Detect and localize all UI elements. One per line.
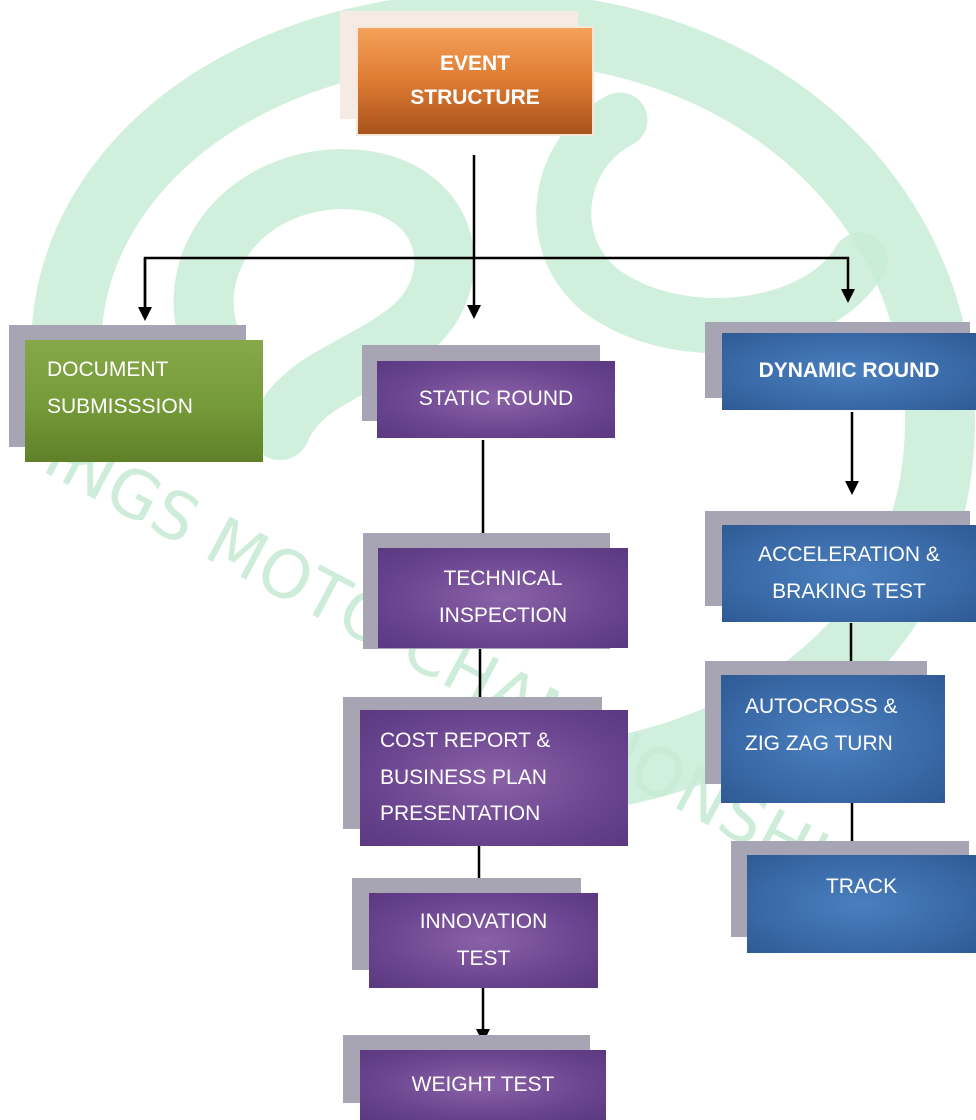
cost-label-line: PRESENTATION <box>380 802 541 826</box>
track-label: TRACK <box>825 875 898 898</box>
node-cost-report: COST REPORT & BUSINESS PLAN PRESENTATION <box>360 710 628 846</box>
node-acceleration-braking: ACCELERATION & BRAKING TEST <box>722 525 976 622</box>
node-dynamic-round: DYNAMIC ROUND <box>722 333 976 410</box>
document-label-line: DOCUMENT <box>47 358 169 381</box>
cost-label-line: COST REPORT & <box>380 728 551 752</box>
cost-label-line: BUSINESS PLAN <box>380 765 547 789</box>
root-node-event-structure: EVENT STRUCTURE <box>356 26 594 136</box>
autocross-label-line: AUTOCROSS & <box>745 695 898 718</box>
connector-horizontal <box>143 256 855 312</box>
acceleration-label-line: ACCELERATION & <box>758 542 940 566</box>
innovation-label-line: TEST <box>456 946 511 970</box>
technical-label-line: INSPECTION <box>438 604 568 627</box>
dynamic-round-label: DYNAMIC ROUND <box>758 359 940 383</box>
node-weight-test: WEIGHT TEST <box>360 1050 606 1120</box>
watermark-glyph-left <box>173 149 475 460</box>
root-label-line: EVENT <box>439 52 510 76</box>
node-document-submission: DOCUMENT SUBMISSSION <box>25 340 263 462</box>
innovation-label-line: INNOVATION <box>419 909 548 933</box>
watermark-glyph-right <box>536 92 888 353</box>
document-label-line: SUBMISSSION <box>47 394 193 418</box>
weight-label: WEIGHT TEST <box>411 1072 555 1096</box>
root-label-line: STRUCTURE <box>410 86 540 109</box>
node-innovation-test: INNOVATION TEST <box>369 893 598 988</box>
node-static-round: STATIC ROUND <box>377 361 615 438</box>
acceleration-label-line: BRAKING TEST <box>772 579 926 603</box>
node-autocross-zigzag: AUTOCROSS & ZIG ZAG TURN <box>721 675 945 803</box>
static-round-label: STATIC ROUND <box>418 387 574 411</box>
technical-label-line: TECHNICAL <box>443 567 563 591</box>
node-technical-inspection: TECHNICAL INSPECTION <box>378 548 628 648</box>
autocross-label-line: ZIG ZAG TURN <box>745 731 893 755</box>
node-track: TRACK <box>747 855 976 953</box>
